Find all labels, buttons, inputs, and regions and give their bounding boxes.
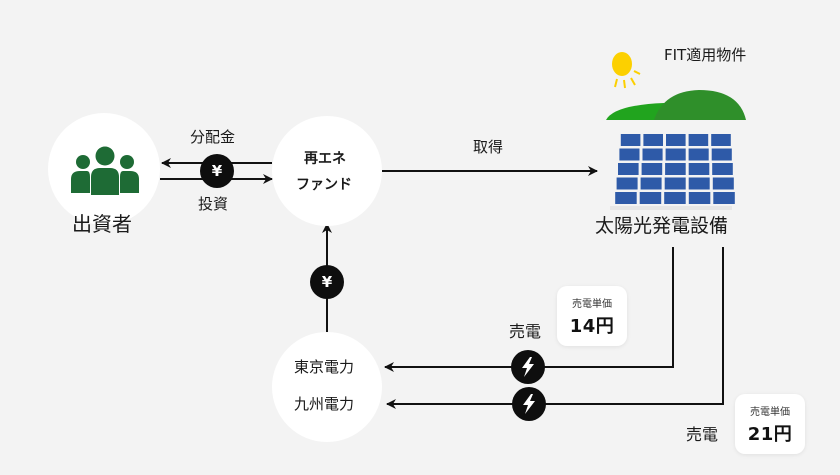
lightning-bolt-icon: [522, 357, 534, 377]
fund-label-line2: ファンド: [296, 177, 352, 193]
sun-icon: [612, 52, 641, 89]
solar-panel-cell: [664, 192, 686, 204]
sell-power-label-2: 売電: [686, 425, 719, 444]
utility-label-kyuden: 九州電力: [294, 395, 355, 413]
solar-panel-cell: [712, 177, 734, 190]
solar-label: 太陽光発電設備: [595, 215, 729, 237]
price-value: 21円: [747, 424, 793, 445]
sell-power-line-1: [384, 247, 674, 372]
price-caption: 売電単価: [572, 299, 612, 310]
investor-label: 出資者: [72, 212, 132, 236]
fit-tag-label: FIT適用物件: [664, 46, 747, 64]
solar-panel-cell: [711, 148, 732, 161]
solar-panel-cell: [642, 148, 663, 161]
solar-panel-cell: [620, 134, 641, 146]
solar-panel-cell: [643, 134, 663, 146]
solar-panel-cell: [615, 192, 637, 204]
solar-panel-cell: [665, 163, 686, 175]
solar-panel-cell: [640, 177, 662, 190]
people-group-icon: [71, 146, 139, 195]
yen-icon: ¥: [211, 162, 223, 180]
solar-panel-cell: [616, 177, 638, 190]
investment-label: 投資: [198, 195, 229, 213]
fund-label-line1: 再エネ: [304, 151, 346, 167]
solar-panel-cell: [712, 163, 733, 175]
solar-panel-cell: [711, 134, 731, 146]
solar-panel-cell: [666, 134, 686, 146]
solar-panel-cell: [688, 134, 709, 146]
dividend-label: 分配金: [190, 128, 236, 146]
solar-facility: [598, 40, 758, 210]
hills-icon: [606, 90, 746, 120]
price-card-14: 売電単価 14円: [557, 286, 627, 346]
solar-panel-cell: [619, 148, 640, 161]
sell-power-line-2: [386, 247, 724, 409]
yen-badge-payment: ¥: [310, 265, 344, 299]
price-caption: 売電単価: [750, 407, 790, 418]
utility-label-tepco: 東京電力: [294, 358, 355, 376]
solar-panel-cell: [618, 163, 639, 175]
solar-panel-cell: [639, 192, 662, 204]
solar-panel-cell: [688, 177, 710, 190]
solar-panel-cell: [641, 163, 663, 175]
acquire-label: 取得: [473, 138, 504, 156]
solar-panel-icon: [610, 134, 735, 210]
solar-panel-cell: [688, 163, 710, 175]
yen-icon: ¥: [321, 273, 333, 291]
sell-power-label-1: 売電: [509, 322, 542, 341]
solar-panel-cell: [688, 148, 709, 161]
lightning-badge-2: [512, 387, 546, 421]
solar-panel-cell: [665, 148, 686, 161]
lightning-bolt-icon: [523, 394, 535, 414]
lightning-badge-1: [511, 350, 545, 384]
fund-node: 再エネ ファンド: [272, 116, 382, 226]
utility-node: 東京電力 九州電力: [272, 332, 382, 442]
solar-panel-cell: [713, 192, 735, 204]
price-card-21: 売電単価 21円: [735, 394, 805, 454]
price-value: 14円: [569, 316, 615, 337]
investor-node: [48, 113, 160, 225]
yen-badge-investment: ¥: [200, 154, 234, 188]
solar-panel-cell: [664, 177, 686, 190]
solar-panel-cell: [688, 192, 711, 204]
